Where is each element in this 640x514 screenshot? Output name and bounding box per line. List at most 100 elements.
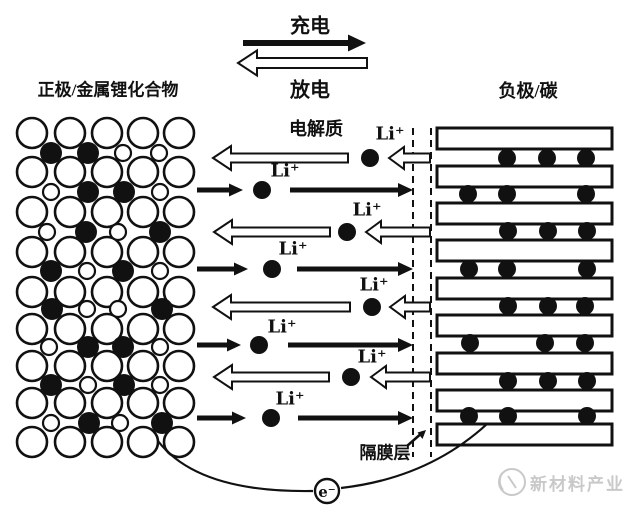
cathode-li-dot xyxy=(112,260,134,282)
cathode-lattice-circle xyxy=(15,349,49,383)
charge-arrow-head xyxy=(398,411,413,425)
cathode-lattice-circle xyxy=(126,116,160,150)
anode-li-dot xyxy=(539,297,557,315)
li-ion-label: Li⁺ xyxy=(267,316,297,338)
charge-direction-arrow-head xyxy=(348,34,366,52)
charge-arrow-lead-head xyxy=(232,411,246,425)
cathode-small-circle xyxy=(150,261,170,281)
anode-li-dot xyxy=(536,334,554,352)
cathode-small-circle xyxy=(41,413,61,433)
cathode-small-circle xyxy=(150,182,170,202)
anode-li-dot xyxy=(498,149,516,167)
anode-li-dot xyxy=(578,372,596,390)
cathode-small-circle xyxy=(37,222,57,242)
anode-li-dot xyxy=(538,149,556,167)
li-ion-label: Li⁺ xyxy=(270,160,300,182)
cathode-li-dot xyxy=(77,336,99,358)
li-ion-dot xyxy=(250,336,268,354)
cathode-li-dot xyxy=(113,374,135,396)
cathode-li-dot xyxy=(40,260,62,282)
cathode-lattice-circle xyxy=(53,155,87,189)
cathode-lattice-circle xyxy=(53,349,87,383)
discharge-label: 放电 xyxy=(290,79,330,102)
cathode-li-dot xyxy=(113,181,135,203)
electron-wire-left xyxy=(157,440,314,493)
cathode-li-dot xyxy=(78,412,100,434)
cathode-lattice-circle xyxy=(15,116,49,150)
anode-bar xyxy=(435,313,614,338)
anode-li-dot xyxy=(460,407,478,425)
anode-bar xyxy=(435,164,614,189)
li-ion-dot xyxy=(263,260,281,278)
cathode-lattice-circle xyxy=(90,425,124,459)
anode-li-dot xyxy=(539,222,557,240)
li-ion-label: Li⁺ xyxy=(357,346,387,368)
cathode-li-dot xyxy=(151,412,173,434)
cathode-li-dot xyxy=(151,298,173,320)
li-ion-label: Li⁺ xyxy=(278,238,308,260)
cathode-small-circle xyxy=(41,182,61,202)
li-ion-label: Li⁺ xyxy=(375,123,405,145)
cathode-label: 正极/金属锂化合物 xyxy=(37,80,179,100)
anode-label: 负极/碳 xyxy=(498,81,558,101)
discharge-arrow xyxy=(211,293,351,321)
cathode-li-dot xyxy=(75,221,97,243)
cathode-lattice-circle xyxy=(53,425,87,459)
li-ion-label: Li⁺ xyxy=(352,199,382,221)
anode-li-dot xyxy=(461,334,479,352)
cathode-lattice-circle xyxy=(162,235,196,269)
cathode-small-circle xyxy=(77,299,97,319)
cathode-lattice-circle xyxy=(90,155,124,189)
cathode-lattice-circle xyxy=(90,275,124,309)
anode-li-dot xyxy=(499,297,517,315)
cathode-lattice-circle xyxy=(126,386,160,420)
charge-arrow-lead-head xyxy=(227,338,241,352)
anode-bar xyxy=(435,388,614,413)
li-ion-label: Li⁺ xyxy=(359,274,389,296)
cathode-lattice-circle xyxy=(162,349,196,383)
cathode-lattice-circle xyxy=(90,349,124,383)
charge-arrow-head xyxy=(398,262,413,276)
cathode-li-dot xyxy=(149,221,171,243)
anode-bar xyxy=(435,276,614,301)
anode-bar xyxy=(435,351,614,376)
cathode-lattice-circle xyxy=(53,235,87,269)
li-ion-dot xyxy=(342,368,360,386)
anode-li-dot xyxy=(539,372,557,390)
cathode-li-dot xyxy=(41,298,63,320)
cathode-lattice-circle xyxy=(90,116,124,150)
separator-pointer-head xyxy=(417,430,426,439)
cathode-lattice-circle xyxy=(126,349,160,383)
anode-li-dot xyxy=(499,222,517,240)
cathode-lattice-circle xyxy=(126,425,160,459)
separator-label: 隔膜层 xyxy=(359,443,411,463)
anode-bar xyxy=(435,126,614,151)
cathode-lattice-circle xyxy=(162,195,196,229)
anode-bar xyxy=(435,201,614,226)
watermark-logo-icon xyxy=(507,475,517,489)
cathode-lattice-circle xyxy=(15,235,49,269)
cathode-lattice-circle xyxy=(15,155,49,189)
cathode-lattice-circle xyxy=(90,235,124,269)
cathode-lattice-circle xyxy=(126,195,160,229)
cathode-small-circle xyxy=(149,143,169,163)
anode-li-dot xyxy=(578,260,596,278)
cathode-lattice-circle xyxy=(162,116,196,150)
anode-li-dot xyxy=(577,149,595,167)
anode-bar xyxy=(435,238,614,263)
cathode-lattice-circle xyxy=(126,312,160,346)
cathode-li-dot xyxy=(40,142,62,164)
charge-arrow-lead-head xyxy=(234,262,248,276)
discharge-arrow xyxy=(211,144,349,172)
cathode-lattice-circle xyxy=(53,312,87,346)
electron-circle xyxy=(313,477,341,505)
cathode-small-circle xyxy=(150,337,170,357)
cathode-small-circle xyxy=(110,413,130,433)
discharge-arrow-short xyxy=(369,364,431,390)
cathode-li-dot xyxy=(77,142,99,164)
cathode-lattice-circle xyxy=(162,155,196,189)
electron-wire-right xyxy=(340,423,488,490)
cathode-li-dot xyxy=(40,374,62,396)
li-ion-dot xyxy=(363,298,381,316)
